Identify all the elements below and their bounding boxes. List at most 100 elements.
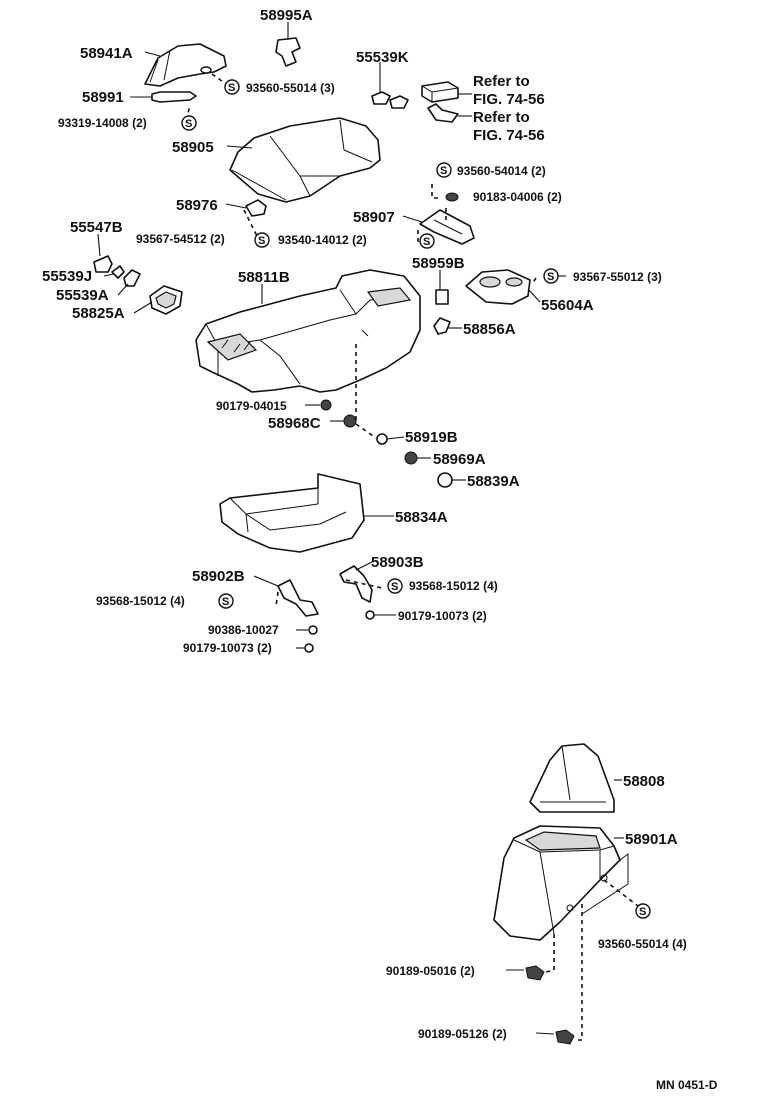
refer-part-2-drawing <box>427 103 459 123</box>
label-58941A: 58941A <box>80 45 133 62</box>
label-93540-14012-2: 93540-14012 (2) <box>278 233 367 247</box>
label-refer-1-line2: FIG. 74-56 <box>473 91 545 108</box>
part-55539A-drawing <box>123 269 141 287</box>
label-58856A: 58856A <box>463 321 516 338</box>
part-55604A-drawing <box>465 269 531 305</box>
s-symbol-icon: S <box>218 593 234 609</box>
label-58959B: 58959B <box>412 255 465 272</box>
label-refer-1-line1: Refer to <box>473 73 530 90</box>
fastener-90179-10073-b <box>304 643 314 653</box>
s-symbol-icon: S <box>387 578 403 594</box>
svg-text:S: S <box>258 235 265 247</box>
label-58839A: 58839A <box>467 473 520 490</box>
svg-text:S: S <box>440 165 447 177</box>
part-90183-clip <box>445 192 459 202</box>
diagram-code: MN 0451-D <box>656 1078 718 1092</box>
fastener-58968C <box>343 414 357 428</box>
label-58903B: 58903B <box>371 554 424 571</box>
part-55547B-drawing <box>93 255 113 273</box>
fastener-58969A <box>404 451 418 465</box>
part-58941A-drawing <box>144 43 227 87</box>
label-55539K: 55539K <box>356 49 409 66</box>
label-93568-15012-4-right: 93568-15012 (4) <box>409 579 498 593</box>
label-90179-10073-2-right: 90179-10073 (2) <box>398 609 487 623</box>
label-55604A: 55604A <box>541 297 594 314</box>
label-58834A: 58834A <box>395 509 448 526</box>
label-90179-04015: 90179-04015 <box>216 399 287 413</box>
label-90179-10073-2-left: 90179-10073 (2) <box>183 641 272 655</box>
part-58976-drawing <box>245 199 267 217</box>
part-58808-drawing <box>529 743 615 813</box>
label-58976: 58976 <box>176 197 218 214</box>
label-58969A: 58969A <box>433 451 486 468</box>
label-90386-10027: 90386-10027 <box>208 623 279 637</box>
standard-part-symbols: S S S S S S S S S <box>181 79 651 919</box>
part-58903B-drawing <box>339 565 373 603</box>
s-symbol-icon: S <box>419 233 435 249</box>
label-93567-55012-3: 93567-55012 (3) <box>573 270 662 284</box>
part-58902B-drawing <box>277 579 319 617</box>
svg-text:S: S <box>391 581 398 593</box>
leader-lines <box>97 22 624 1035</box>
fastener-58919B <box>376 433 388 445</box>
label-93568-15012-4-left: 93568-15012 (4) <box>96 594 185 608</box>
svg-text:S: S <box>423 236 430 248</box>
refer-part-1-drawing <box>421 81 459 103</box>
label-58968C: 58968C <box>268 415 321 432</box>
part-58905-drawing <box>229 117 381 203</box>
label-58811B: 58811B <box>238 269 290 286</box>
fastener-90386-10027 <box>308 625 318 635</box>
fastener-90179-04015 <box>320 399 332 411</box>
part-58991-drawing <box>151 91 197 103</box>
part-58907-drawing <box>419 209 475 245</box>
part-58901A-drawing <box>493 825 629 941</box>
label-55539A: 55539A <box>56 287 109 304</box>
svg-text:S: S <box>228 82 235 94</box>
label-58907: 58907 <box>353 209 395 226</box>
label-58995A: 58995A <box>260 7 313 24</box>
label-90189-05016-2: 90189-05016 (2) <box>386 964 475 978</box>
fastener-90179-10073-a <box>365 610 375 620</box>
s-symbol-icon: S <box>436 162 452 178</box>
label-58901A: 58901A <box>625 831 678 848</box>
part-58811B-drawing <box>195 269 421 393</box>
label-90189-05126-2: 90189-05126 (2) <box>418 1027 507 1041</box>
s-symbol-icon: S <box>254 232 270 248</box>
screw-90189-05016 <box>525 965 545 981</box>
label-58902B: 58902B <box>192 568 245 585</box>
svg-text:S: S <box>222 596 229 608</box>
label-58808: 58808 <box>623 773 665 790</box>
s-symbol-icon: S <box>543 268 559 284</box>
part-55539J-drawing <box>111 265 125 279</box>
label-58825A: 58825A <box>72 305 125 322</box>
label-55547B: 55547B <box>70 219 123 236</box>
label-93567-54512-2: 93567-54512 (2) <box>136 232 225 246</box>
label-90183-04006-2: 90183-04006 (2) <box>473 190 562 204</box>
s-symbol-icon: S <box>635 903 651 919</box>
part-58959B-drawing <box>435 289 449 305</box>
svg-text:S: S <box>185 118 192 130</box>
s-symbol-icon: S <box>181 115 197 131</box>
svg-text:S: S <box>639 906 646 918</box>
part-labels: 58995A 58941A 55539K 93560-55014 (3) 589… <box>42 7 718 1092</box>
label-93560-55014-3: 93560-55014 (3) <box>246 81 335 95</box>
label-58919B: 58919B <box>405 429 458 446</box>
part-58856A-drawing <box>433 317 451 335</box>
part-58995A-drawing <box>275 37 301 67</box>
label-refer-2-line2: FIG. 74-56 <box>473 127 545 144</box>
label-refer-2-line1: Refer to <box>473 109 530 126</box>
label-93319-14008-2: 93319-14008 (2) <box>58 116 147 130</box>
part-55539K-drawing <box>371 91 409 109</box>
svg-text:S: S <box>547 271 554 283</box>
fastener-58839A <box>437 472 453 488</box>
label-93560-54014-2: 93560-54014 (2) <box>457 164 546 178</box>
screw-90189-05126 <box>555 1029 575 1045</box>
s-symbol-icon: S <box>224 79 240 95</box>
label-93560-55014-4: 93560-55014 (4) <box>598 937 687 951</box>
label-55539J: 55539J <box>42 268 92 285</box>
label-58905: 58905 <box>172 139 214 156</box>
part-58825A-drawing <box>149 285 183 315</box>
label-58991: 58991 <box>82 89 124 106</box>
